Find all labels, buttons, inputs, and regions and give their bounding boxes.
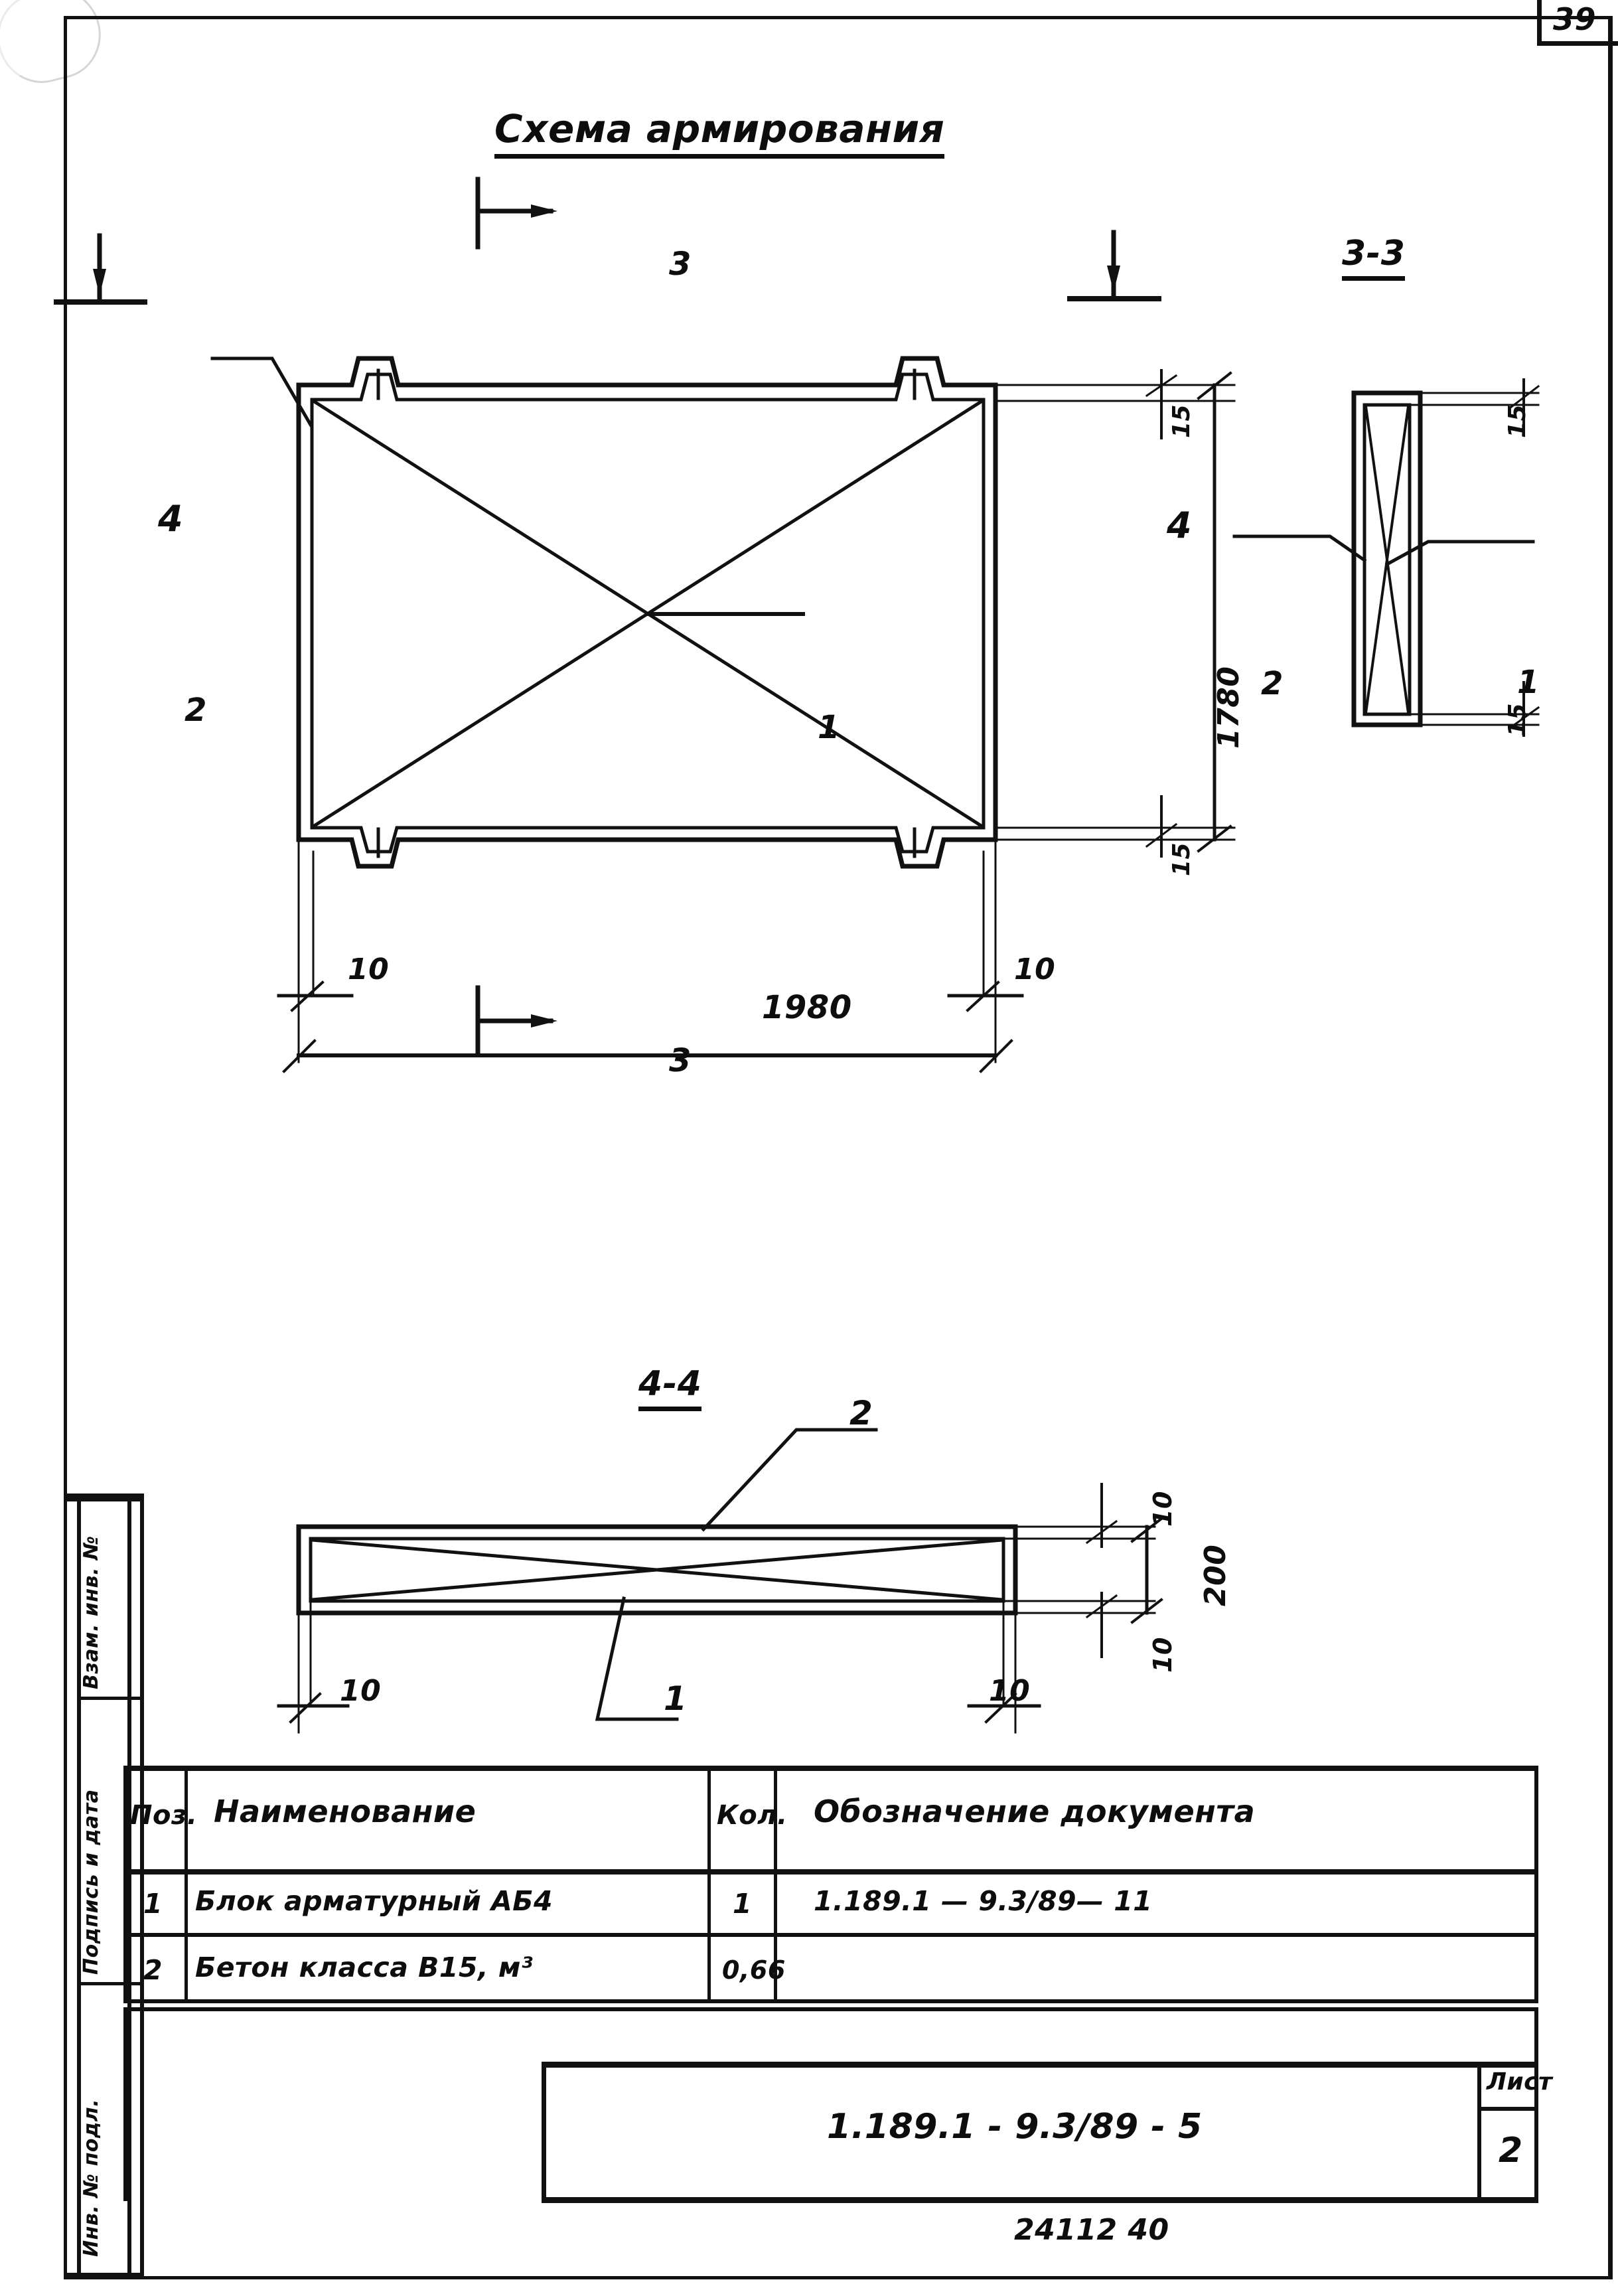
spec-row-1-name: Блок арматурный АБ4 bbox=[195, 1885, 553, 1917]
plan-dim-cover-right: 10 bbox=[1014, 953, 1056, 986]
section-4-4-leader-label-1: 1 bbox=[664, 1679, 688, 1718]
plan-section-mark-3-top: 3 bbox=[669, 246, 692, 283]
left-stamp-strip bbox=[64, 1493, 144, 2277]
spec-header-doc: Обозначение документа bbox=[814, 1794, 1256, 1829]
section-4-4-dim-cover-bottom: 10 bbox=[1148, 1637, 1177, 1673]
strip-label-signature-date: Подпись и дата bbox=[80, 1789, 103, 1975]
section-4-4-title: 4-4 bbox=[638, 1364, 702, 1411]
spec-row-2-qty: 0,66 bbox=[722, 1955, 786, 1985]
spec-row-2-name: Бетон класса В15, м³ bbox=[195, 1952, 534, 1983]
plan-leader-label-1: 1 bbox=[818, 709, 840, 746]
title-block: 1.189.1 - 9.3/89 - 5 Лист 2 bbox=[123, 2007, 1552, 2203]
plan-leader-label-2: 2 bbox=[184, 692, 207, 729]
page-number-box bbox=[1537, 0, 1618, 46]
specification-table: Поз. Наименование Кол. Обозначение докум… bbox=[123, 1766, 1538, 2007]
plan-dim-cover-bottom: 15 bbox=[1168, 842, 1195, 876]
drawing-title: Схема армирования bbox=[494, 106, 945, 159]
spec-header-pos: Поз. bbox=[130, 1800, 198, 1831]
title-block-document-code: 1.189.1 - 9.3/89 - 5 bbox=[827, 2107, 1203, 2147]
section-3-3-leader-label-2: 2 bbox=[1261, 665, 1284, 702]
spec-row-2-pos: 2 bbox=[143, 1954, 163, 1986]
title-block-sheet-value: 2 bbox=[1499, 2131, 1523, 2171]
sheet-frame bbox=[64, 16, 1613, 2279]
spec-header-qty: Кол. bbox=[717, 1800, 788, 1831]
plan-view bbox=[54, 177, 1236, 1073]
section-4-4-view bbox=[277, 1428, 1163, 1734]
plan-section-mark-4-left: 4 bbox=[158, 498, 184, 540]
spec-row-1-doc: 1.189.1 — 9.3/89— 11 bbox=[814, 1885, 1153, 1917]
section-4-4-leader-label-2: 2 bbox=[849, 1394, 873, 1432]
section-3-3-dim-cover-top: 15 bbox=[1504, 404, 1531, 438]
section-4-4-dim-cover-right: 10 bbox=[989, 1674, 1031, 1708]
plan-dim-width: 1980 bbox=[762, 989, 852, 1026]
spec-header-name: Наименование bbox=[214, 1794, 477, 1829]
section-3-3-dim-cover-bottom: 15 bbox=[1504, 702, 1531, 737]
section-4-4-dim-cover-top: 10 bbox=[1148, 1491, 1177, 1527]
title-block-sheet-label: Лист bbox=[1487, 2068, 1553, 2096]
plan-dim-cover-top: 15 bbox=[1168, 404, 1195, 438]
section-4-4-dim-depth: 200 bbox=[1199, 1544, 1232, 1606]
strip-label-inv-podl: Инв. № подл. bbox=[80, 2098, 103, 2257]
sheet-note: 24112 40 bbox=[1014, 2213, 1169, 2247]
section-3-3-view bbox=[1232, 378, 1540, 737]
plan-section-mark-3-bottom: 3 bbox=[669, 1042, 692, 1079]
spec-row-1-qty: 1 bbox=[733, 1888, 753, 1920]
section-4-4-dim-cover-left: 10 bbox=[340, 1674, 382, 1708]
plan-section-mark-4-right: 4 bbox=[1167, 504, 1193, 546]
plan-dim-cover-left: 10 bbox=[348, 953, 390, 986]
page-number: 39 bbox=[1553, 1, 1597, 37]
strip-label-zam-inv: Взам. инв. № bbox=[80, 1535, 103, 1689]
section-3-3-title: 3-3 bbox=[1342, 234, 1406, 281]
plan-dim-height: 1780 bbox=[1212, 666, 1246, 749]
spec-row-1-pos: 1 bbox=[143, 1888, 163, 1920]
section-3-3-leader-label-1: 1 bbox=[1517, 664, 1540, 701]
